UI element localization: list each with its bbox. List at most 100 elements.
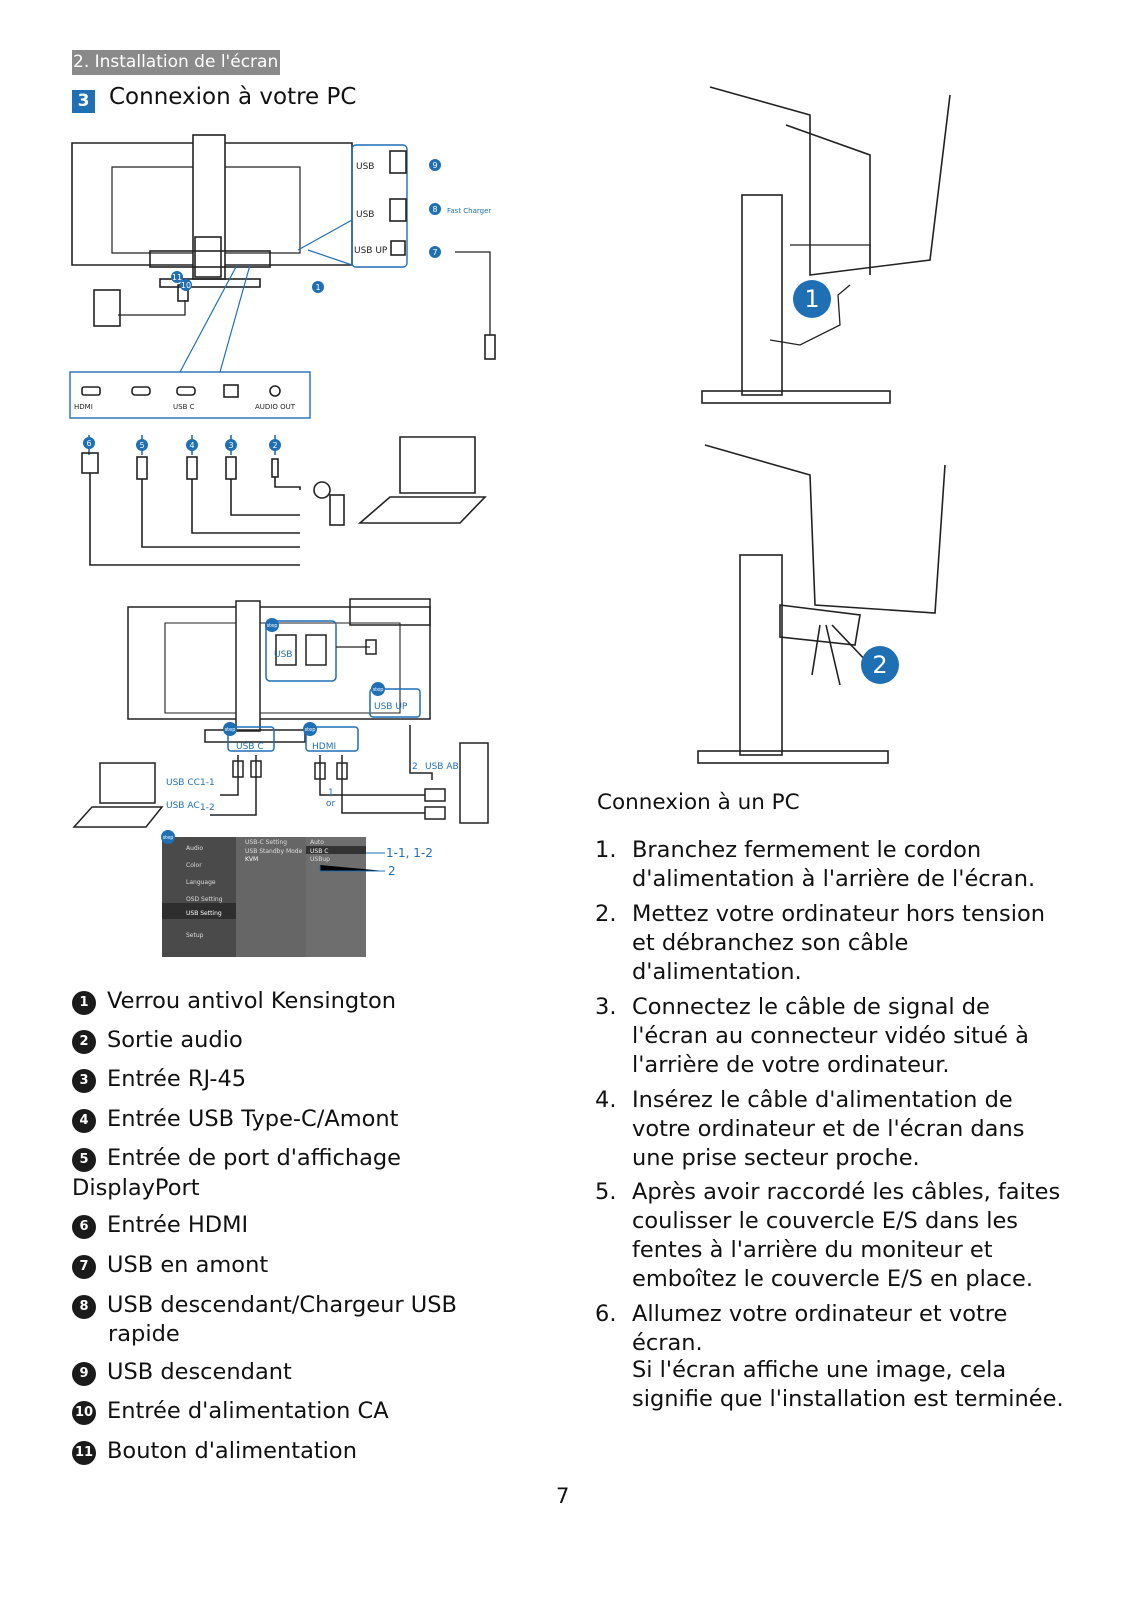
- legend-label: USB descendant/Chargeur USB: [107, 1292, 457, 1318]
- osd-menu-language: Language: [186, 879, 216, 886]
- legend-label: Entrée RJ-45: [107, 1066, 247, 1092]
- step-badge-2: step: [373, 687, 384, 693]
- usb-up-label-kvm: USB UP: [374, 702, 408, 712]
- hdmi-label-kvm: HDMI: [312, 742, 336, 752]
- fast-charger-label: Fast Charger: [447, 207, 491, 215]
- callout-11: 11: [172, 273, 182, 282]
- legend-number: 8: [72, 1295, 96, 1319]
- usb-ac-value: 1-2: [200, 803, 215, 813]
- pc-section-title: Connexion à un PC: [597, 790, 800, 815]
- osd-callout-2: 2: [388, 864, 396, 878]
- step-badge-1: step: [267, 623, 278, 629]
- callout-4: 4: [189, 441, 194, 450]
- step-number: 6.: [595, 1301, 617, 1327]
- page-title: Connexion à votre PC: [109, 84, 357, 110]
- usb-label-2: USB: [356, 210, 374, 220]
- legend-label: Verrou antivol Kensington: [107, 988, 396, 1014]
- audio-out-port-label: AUDIO OUT: [255, 403, 296, 411]
- legend-number: 9: [72, 1362, 96, 1386]
- legend-item: 5 Entrée de port d'affichage: [72, 1143, 401, 1173]
- heading-number: 3: [72, 90, 95, 113]
- callout-3: 3: [228, 441, 233, 450]
- callout-9: 9: [432, 161, 437, 170]
- section-tag: 2. Installation de l'écran: [72, 50, 280, 75]
- step-badge-5: step: [163, 835, 174, 841]
- legend-item: 9 USB descendant: [72, 1357, 292, 1387]
- legend-label-cont: rapide: [108, 1321, 180, 1347]
- step-number: 3.: [595, 994, 617, 1020]
- step-number: 2.: [595, 901, 617, 927]
- legend-item: 8 USB descendant/Chargeur USB: [72, 1290, 457, 1320]
- usbc-port-label: USB C: [173, 403, 195, 411]
- legend-label: Bouton d'alimentation: [107, 1438, 357, 1464]
- legend-label: Entrée d'alimentation CA: [107, 1398, 389, 1424]
- callout-10: 10: [181, 281, 191, 290]
- usb-cc-value: 1-1: [200, 778, 215, 788]
- monitor-side-illustrations: 1 2: [697, 86, 951, 764]
- legend-number: 3: [72, 1069, 96, 1093]
- legend-number: 1: [72, 991, 96, 1015]
- callout-2: 2: [272, 441, 277, 450]
- osd-menu-audio: Audio: [186, 845, 203, 852]
- one-label: 1: [328, 788, 334, 798]
- step-text: Connectez le câble de signal de l'écran …: [632, 994, 1029, 1078]
- usb-ab-num: 2: [412, 762, 418, 772]
- legend-number: 4: [72, 1109, 96, 1133]
- osd-usbup: USBup: [310, 856, 330, 863]
- legend-item-cont: rapide: [108, 1319, 180, 1349]
- or-label: or: [326, 799, 336, 809]
- illustration-badge-1: 1: [804, 285, 819, 313]
- osd-callout-1: 1-1, 1-2: [386, 846, 433, 860]
- osd-usb-standby: USB Standby Mode: [245, 848, 303, 855]
- illustration-badge-2: 2: [872, 651, 887, 679]
- step-text: Mettez votre ordinateur hors tension et …: [632, 901, 1045, 985]
- legend-label: USB descendant: [107, 1359, 292, 1385]
- step-badge-4: step: [305, 727, 316, 733]
- legend-number: 2: [72, 1030, 96, 1054]
- legend-label-cont: DisplayPort: [72, 1175, 200, 1201]
- usb-label-kvm: USB: [274, 650, 292, 660]
- callout-5: 5: [139, 441, 144, 450]
- step-number: 1.: [595, 837, 617, 863]
- osd-auto: Auto: [310, 839, 324, 846]
- osd-menu-osd-setting: OSD Setting: [186, 896, 223, 903]
- usb-ab-label: USB AB: [425, 762, 459, 772]
- legend-item: 7 USB en amont: [72, 1250, 268, 1280]
- legend-label: Entrée de port d'affichage: [107, 1145, 401, 1171]
- legend-label: Entrée HDMI: [107, 1212, 249, 1238]
- page-number: 7: [556, 1484, 570, 1508]
- usb-cc-label: USB CC: [166, 778, 200, 788]
- step-number: 4.: [595, 1087, 617, 1113]
- callout-1: 1: [315, 283, 320, 292]
- legend-item: 10 Entrée d'alimentation CA: [72, 1396, 389, 1426]
- legend-number: 5: [72, 1148, 96, 1172]
- usb-up-label: USB UP: [354, 246, 388, 256]
- osd-menu-usb-setting: USB Setting: [186, 910, 222, 917]
- legend-label: Sortie audio: [107, 1027, 243, 1053]
- usb-label: USB: [356, 162, 374, 172]
- legend-item-cont: DisplayPort: [72, 1173, 200, 1203]
- legend-number: 10: [72, 1401, 96, 1425]
- step-text: Allumez votre ordinateur et votre écran.: [632, 1301, 1008, 1356]
- legend-number: 7: [72, 1255, 96, 1279]
- legend-item: 1 Verrou antivol Kensington: [72, 986, 396, 1016]
- legend-item: 2 Sortie audio: [72, 1025, 243, 1055]
- step-text: Après avoir raccordé les câbles, faites …: [632, 1179, 1061, 1292]
- osd-usb-c: USB C: [310, 848, 328, 855]
- step-text-cont: Si l'écran affiche une image, cela signi…: [632, 1357, 1064, 1412]
- step-text: Insérez le câble d'alimentation de votre…: [632, 1087, 1025, 1171]
- usbc-label-kvm: USB C: [236, 742, 264, 752]
- legend-item: 4 Entrée USB Type-C/Amont: [72, 1104, 398, 1134]
- legend-label: Entrée USB Type-C/Amont: [107, 1106, 399, 1132]
- kvm-diagram: Audio Color Language OSD Setting USB Set…: [72, 598, 489, 957]
- step-text: Branchez fermement le cordon d'alimentat…: [632, 837, 1036, 892]
- legend-label: USB en amont: [107, 1252, 269, 1278]
- connection-diagram-top: USB USB USB UP Fast Charger HDMI USB C A…: [69, 134, 496, 566]
- callout-6: 6: [86, 439, 91, 448]
- step-number: 5.: [595, 1179, 617, 1205]
- osd-menu-color: Color: [186, 862, 202, 869]
- osd-kvm: KVM: [245, 856, 258, 863]
- callout-8: 8: [432, 205, 437, 214]
- osd-menu-setup: Setup: [186, 932, 204, 939]
